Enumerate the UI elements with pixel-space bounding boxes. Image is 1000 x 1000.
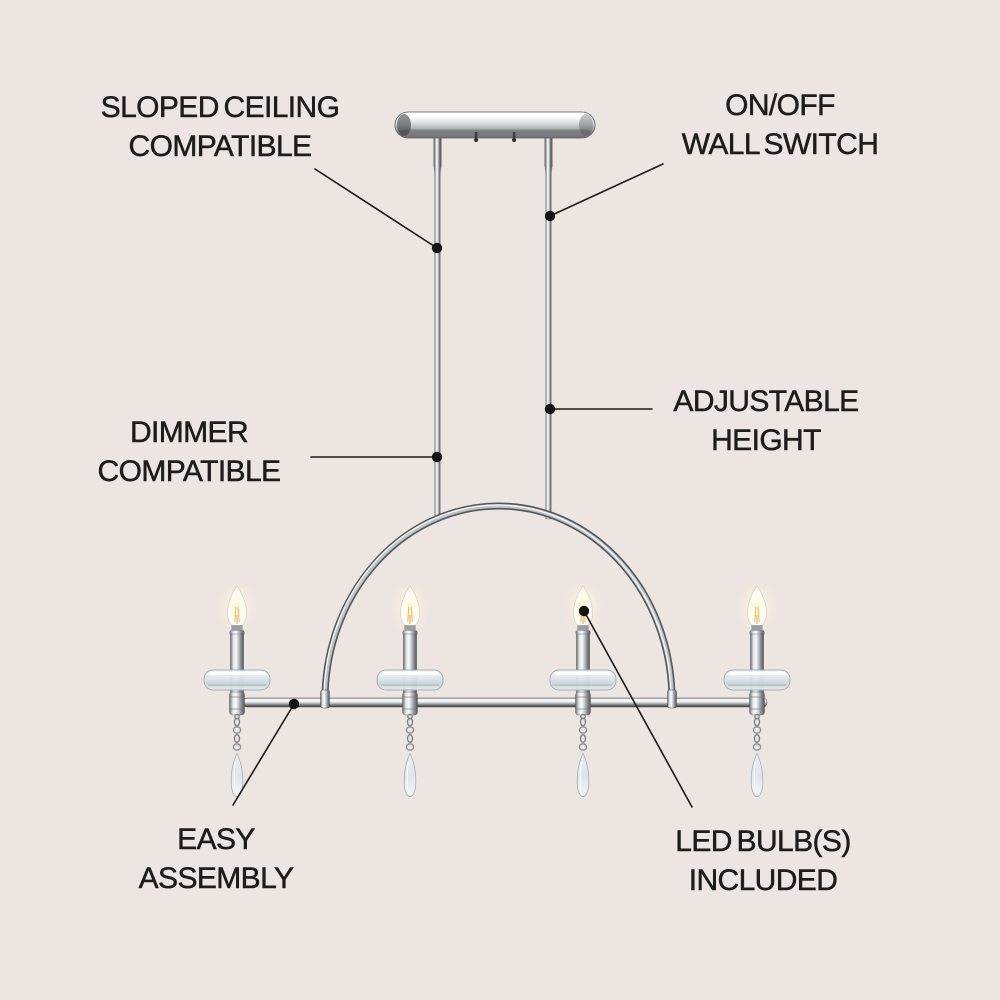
callout-text: ON/OFF [725, 89, 836, 123]
callout-text: INCLUDED [688, 864, 838, 898]
callout-dot-sloped-ceiling [431, 242, 443, 254]
callout-line-easy-assembly [232, 703, 295, 806]
ceiling-canopy [394, 111, 596, 143]
arch-frame [321, 502, 676, 701]
callout-dot-led-bulbs [578, 605, 590, 617]
callout-lines [232, 163, 693, 808]
callout-label-adjustable-height: ADJUSTABLE HEIGHT [673, 382, 859, 460]
callout-label-sloped-ceiling: SLOPED CEILING COMPATIBLE [100, 88, 340, 166]
callout-dot-easy-assembly [288, 698, 300, 710]
candle-4 [724, 586, 790, 797]
callout-label-easy-assembly: EASY ASSEMBLY [138, 820, 294, 898]
horizontal-bar [242, 689, 768, 709]
canopy-screw [474, 132, 479, 143]
callout-label-wall-switch: ON/OFF WALL SWITCH [681, 86, 879, 164]
candle-1 [204, 586, 270, 797]
callout-text: LED BULB(S) [675, 825, 852, 859]
callout-text: COMPATIBLE [97, 455, 281, 489]
callout-dots [288, 210, 590, 710]
callout-text: HEIGHT [711, 424, 822, 458]
candle-2 [377, 586, 443, 797]
callout-line-sloped-ceiling [314, 168, 438, 249]
callout-dot-dimmer [431, 451, 443, 463]
arch-leg-collar [320, 689, 330, 709]
right-down-rod [544, 136, 553, 520]
candle-3 [550, 586, 616, 797]
arch-leg-collar [667, 689, 677, 709]
callout-line-wall-switch [549, 163, 664, 217]
callout-line-led-bulbs [583, 610, 693, 808]
callout-dot-adjustable-height [544, 403, 556, 415]
callout-text: ADJUSTABLE [673, 385, 859, 419]
callout-text: EASY [177, 823, 256, 857]
callout-text: COMPATIBLE [128, 130, 312, 164]
callout-label-dimmer: DIMMER COMPATIBLE [97, 413, 281, 491]
callout-label-led-bulbs: LED BULB(S) INCLUDED [675, 822, 852, 900]
callout-text: DIMMER [129, 416, 249, 450]
callout-text: WALL SWITCH [681, 128, 879, 162]
callout-dot-wall-switch [544, 210, 556, 222]
canopy-screw [511, 132, 517, 143]
callout-text: ASSEMBLY [138, 862, 294, 896]
callout-text: SLOPED CEILING [100, 91, 340, 125]
